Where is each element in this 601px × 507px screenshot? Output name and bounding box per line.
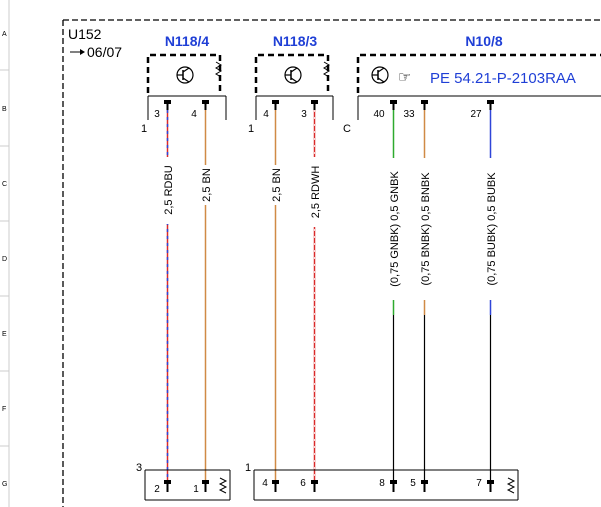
pin-label: 2 [154, 484, 160, 495]
pin-label: 7 [476, 478, 482, 489]
grid-row-g: G [2, 481, 7, 488]
wire-label: (0,75 GNBK) 0,5 GNBK [389, 171, 401, 287]
pin-label: 5 [410, 478, 416, 489]
harness-date: 06/07 [87, 44, 122, 60]
component-label-n118-4: N118/4 [165, 33, 210, 49]
pin-label: 1 [193, 484, 199, 495]
ground-zigzag-icon [323, 61, 330, 78]
reference-link[interactable]: PE 54.21-P-2103RAA [430, 70, 576, 87]
transistor-icon [284, 66, 302, 84]
component-label-n118-3: N118/3 [273, 33, 318, 49]
grid-row-f: F [2, 406, 6, 413]
wire-label: (0,75 BNBK) 0,5 BNBK [420, 172, 432, 286]
grid-row-e: E [2, 331, 7, 338]
component-n118-4 [146, 53, 227, 120]
pin-contacts-top [164, 100, 494, 110]
bottom-connector-left [144, 469, 231, 501]
grid-row-a: A [2, 31, 7, 38]
component-label-n10-8: N10/8 [465, 33, 503, 49]
connector-label: C [343, 123, 351, 135]
connector-label: 1 [248, 123, 254, 135]
pin-label: 3 [301, 109, 307, 120]
connector-label: 3 [136, 462, 142, 474]
wire-label: 2,5 RDWH [310, 166, 322, 219]
grid-row-d: D [2, 256, 7, 263]
transistor-icon [371, 66, 389, 84]
bottom-connector-right [253, 469, 519, 501]
grid-row-b: B [2, 106, 7, 113]
pin-label: 3 [154, 109, 160, 120]
pin-label: 8 [379, 478, 385, 489]
component-n10-8 [356, 53, 601, 120]
transistor-icon [176, 66, 194, 84]
pin-label: 4 [262, 478, 268, 489]
ground-zigzag-icon [506, 477, 516, 494]
component-n118-3 [254, 53, 334, 120]
pointing-hand-icon: ☞ [398, 68, 411, 86]
connector-label: 1 [245, 462, 251, 474]
connector-label: 1 [141, 123, 147, 135]
wire-label: 2,5 BN [271, 168, 283, 202]
ground-zigzag-icon [218, 477, 228, 494]
grid-row-c: C [2, 181, 7, 188]
pin-label: 6 [300, 478, 306, 489]
date-arrow-icon [70, 49, 85, 55]
pin-label: 33 [403, 109, 415, 120]
pin-label: 4 [191, 109, 197, 120]
wire-label: 2,5 BN [201, 168, 213, 202]
ground-zigzag-icon [215, 61, 222, 78]
pin-label: 4 [263, 109, 269, 120]
harness-boundary [62, 19, 601, 507]
wire-label: (0,75 BUBK) 0,5 BUBK [486, 172, 498, 286]
harness-id: U152 [68, 26, 102, 42]
pin-label: 27 [470, 109, 482, 120]
wire-label: 2,5 RDBU [163, 165, 175, 215]
pin-contacts-bottom [164, 480, 494, 492]
grid-sidebar: A B C D E F G [0, 0, 10, 507]
pin-label: 40 [373, 109, 385, 120]
